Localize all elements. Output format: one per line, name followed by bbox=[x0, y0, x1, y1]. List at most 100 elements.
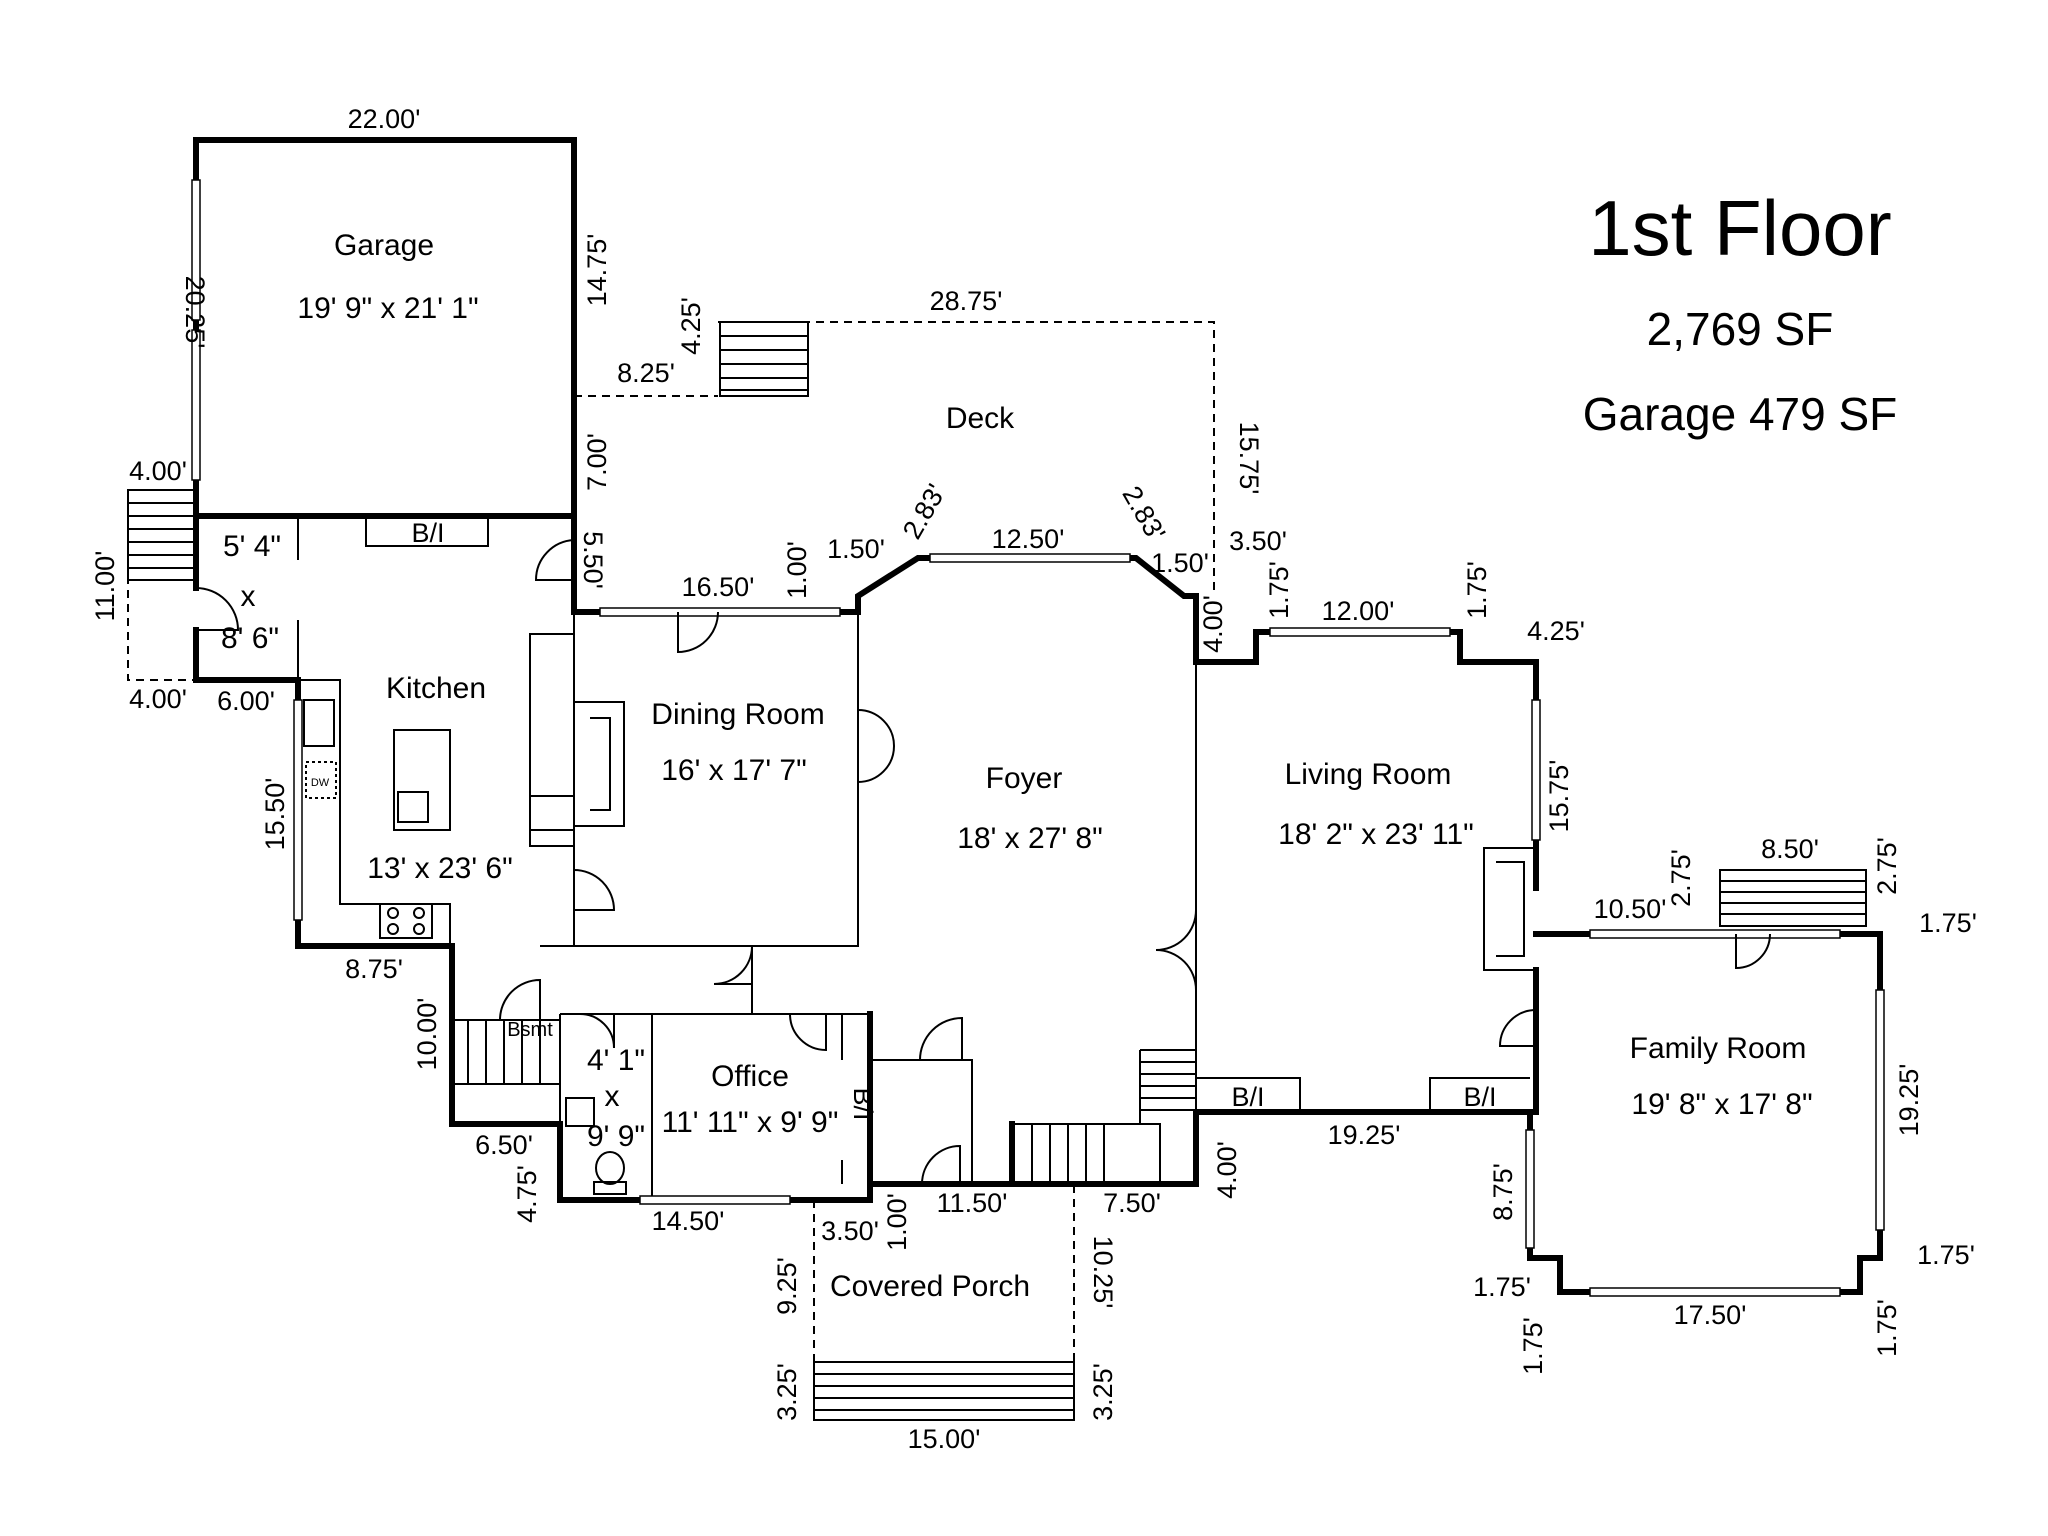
family-size: 19' 8" x 17' 8" bbox=[1631, 1088, 1812, 1121]
foyer-label: Foyer bbox=[986, 762, 1063, 795]
dim-porch-stair-r: 3.25' bbox=[1088, 1363, 1118, 1421]
builtin-garage: B/I bbox=[411, 518, 444, 548]
room-labels: Garage 19' 9" x 21' 1" Deck Kitchen 13' … bbox=[221, 229, 1813, 1303]
porch-outline bbox=[813, 1185, 1075, 1362]
dim-living-corner: 4.25' bbox=[1527, 616, 1585, 646]
dim-dining-step: 1.00' bbox=[782, 541, 812, 599]
dim-deck-right: 15.75' bbox=[1234, 422, 1264, 495]
dim-foyer-step: 3.50' bbox=[1229, 526, 1287, 556]
bath-x: x bbox=[605, 1080, 620, 1113]
bath-fixtures bbox=[565, 1097, 627, 1195]
dim-porch-right: 10.25' bbox=[1088, 1236, 1118, 1309]
fireplaces bbox=[574, 701, 1536, 971]
doors bbox=[195, 539, 1771, 1185]
dim-family-top: 10.50' bbox=[1594, 894, 1667, 924]
dim-family-stair-w: 8.50' bbox=[1761, 834, 1819, 864]
dim-foyer-jog: 4.00' bbox=[1198, 595, 1228, 653]
dim-bay-top: 12.50' bbox=[992, 524, 1065, 554]
dim-porch-front: 11.50' bbox=[937, 1188, 1008, 1218]
office-label: Office bbox=[711, 1060, 789, 1093]
mudroom-height: 8' 6" bbox=[221, 622, 279, 655]
porch-label: Covered Porch bbox=[830, 1270, 1030, 1303]
dim-bsmt-left: 10.00' bbox=[412, 998, 442, 1071]
builtin-living-right: B/I bbox=[1463, 1082, 1496, 1112]
family-label: Family Room bbox=[1630, 1032, 1807, 1065]
dim-dining-door: 5.50' bbox=[578, 531, 608, 589]
office-size: 11' 11" x 9' 9" bbox=[662, 1106, 839, 1139]
deck-stairs bbox=[719, 321, 809, 397]
dim-office-bottom: 14.50' bbox=[652, 1206, 725, 1236]
kitchen-sink bbox=[303, 699, 335, 747]
dim-family-left: 8.75' bbox=[1488, 1163, 1518, 1221]
bsmt-label: Bsmt bbox=[507, 1019, 553, 1041]
side-stairs bbox=[127, 489, 195, 581]
dim-bay-right-a: 1.50' bbox=[1151, 548, 1209, 578]
dim-garage-right: 14.75' bbox=[582, 234, 612, 307]
foyer-size: 18' x 27' 8" bbox=[957, 822, 1103, 855]
dim-garage-left: 20.25' bbox=[180, 276, 210, 349]
range bbox=[379, 903, 433, 939]
windows bbox=[191, 179, 1885, 1297]
dim-garage-lower-right: 7.00' bbox=[582, 433, 612, 491]
foyer-stairs bbox=[1013, 1049, 1197, 1185]
dim-family-corner-bl-v: 1.75' bbox=[1518, 1317, 1548, 1375]
dining-size: 16' x 17' 7" bbox=[661, 754, 807, 787]
dishwasher bbox=[305, 761, 337, 799]
total-area: 2,769 SF bbox=[1647, 303, 1834, 355]
dim-stair-bottom: 4.00' bbox=[129, 684, 187, 714]
dim-bay-right-b: 2.83' bbox=[1116, 481, 1171, 546]
living-size: 18' 2" x 23' 11" bbox=[1278, 818, 1474, 851]
mudroom-x: x bbox=[241, 580, 256, 613]
dim-living-step-r: 1.75' bbox=[1462, 561, 1492, 619]
living-label: Living Room bbox=[1285, 758, 1452, 791]
dim-stair-top: 4.00' bbox=[129, 456, 187, 486]
family-room-stairs bbox=[1719, 869, 1867, 927]
bath-sink bbox=[565, 1097, 595, 1127]
side-stair-outline bbox=[127, 489, 196, 681]
dishwasher-label: DW bbox=[311, 777, 330, 789]
bath-width: 4' 1" bbox=[587, 1044, 645, 1077]
island-sink bbox=[397, 791, 429, 823]
dim-family-right: 19.25' bbox=[1894, 1064, 1924, 1137]
toilet bbox=[595, 1151, 625, 1185]
kitchen-fixtures bbox=[303, 633, 575, 939]
dim-porch-left: 9.25' bbox=[772, 1257, 802, 1315]
kitchen-size: 13' x 23' 6" bbox=[367, 852, 513, 885]
dim-porch-bottom: 15.00' bbox=[908, 1424, 981, 1454]
dim-deck-top: 28.75' bbox=[930, 286, 1003, 316]
garage-label: Garage bbox=[334, 229, 434, 262]
dim-garage-top: 22.00' bbox=[348, 104, 421, 134]
dim-family-corner-tr: 1.75' bbox=[1919, 908, 1977, 938]
dim-kitchen-left: 15.50' bbox=[260, 778, 290, 851]
kitchen-island bbox=[393, 729, 451, 831]
deck-label: Deck bbox=[946, 402, 1015, 435]
dim-kitchen-bottom-left: 6.00' bbox=[217, 686, 275, 716]
dim-family-corner-br-v: 1.75' bbox=[1872, 1299, 1902, 1357]
deck-outline bbox=[574, 321, 1215, 590]
porch-stairs bbox=[813, 1361, 1075, 1421]
builtin-office: B/I bbox=[848, 1087, 878, 1120]
garage-size: 19' 9" x 21' 1" bbox=[297, 292, 478, 325]
dining-fireplace bbox=[574, 701, 625, 827]
dim-family-stair-l: 2.75' bbox=[1666, 849, 1696, 907]
floor-title: 1st Floor bbox=[1588, 184, 1891, 272]
dim-family-bottom: 17.50' bbox=[1674, 1300, 1747, 1330]
dim-living-step-l: 1.75' bbox=[1264, 561, 1294, 619]
dim-bsmt-bottom: 6.50' bbox=[475, 1130, 533, 1160]
dim-porch-step: 3.50' bbox=[821, 1216, 879, 1246]
kitchen-label: Kitchen bbox=[386, 672, 486, 705]
dim-deck-stair-w: 8.25' bbox=[617, 358, 675, 388]
builtin-living-left: B/I bbox=[1231, 1082, 1264, 1112]
dim-living-top: 12.00' bbox=[1322, 596, 1395, 626]
dim-family-stair-r: 2.75' bbox=[1872, 837, 1902, 895]
dim-living-bottom: 19.25' bbox=[1328, 1120, 1401, 1150]
dim-bay-left-a: 1.50' bbox=[827, 534, 885, 564]
dim-living-right: 15.75' bbox=[1544, 760, 1574, 833]
dim-foyer-bottom-jog: 4.00' bbox=[1212, 1141, 1242, 1199]
bath-height: 9' 9" bbox=[587, 1120, 645, 1153]
dim-kitchen-lower: 8.75' bbox=[345, 954, 403, 984]
dim-deck-stair-h: 4.25' bbox=[676, 297, 706, 355]
mudroom-width: 5' 4" bbox=[223, 530, 281, 563]
dim-bay-left-b: 2.83' bbox=[897, 479, 952, 544]
